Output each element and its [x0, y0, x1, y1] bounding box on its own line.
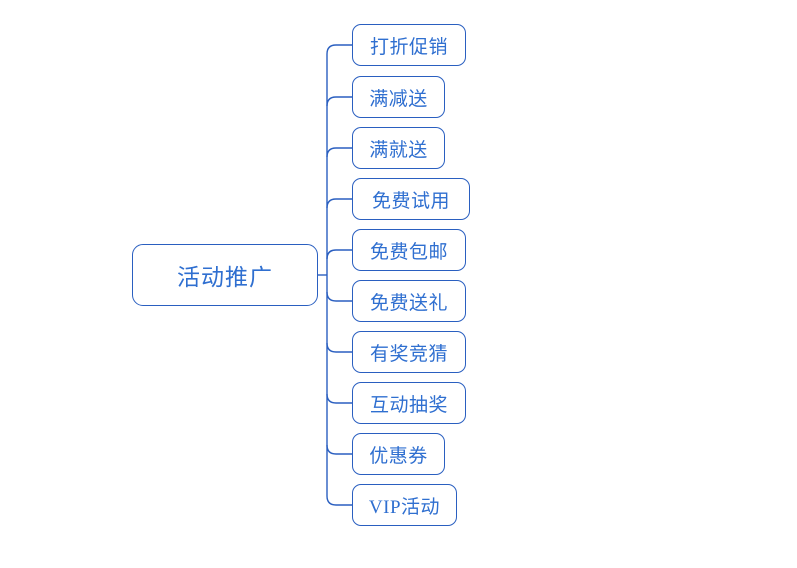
branch-line-9: [326, 444, 352, 455]
child-node-label: 免费试用: [371, 190, 450, 212]
child-node-label: 满减送: [369, 88, 428, 110]
branch-line-7: [326, 342, 352, 353]
child-node-label: 免费送礼: [369, 292, 448, 314]
root-node-label: 活动推广: [177, 264, 273, 290]
child-node-label: 打折促销: [369, 36, 448, 58]
child-node-1[interactable]: 打折促销: [352, 24, 466, 66]
branch-line-2: [326, 96, 352, 107]
child-node-10[interactable]: VIP活动: [352, 484, 457, 526]
branch-line-10: [326, 495, 352, 506]
child-node-label: VIP活动: [368, 496, 441, 518]
branch-line-5: [326, 249, 352, 260]
child-node-label: 免费包邮: [369, 241, 448, 263]
child-node-5[interactable]: 免费包邮: [352, 229, 466, 271]
root-node[interactable]: 活动推广: [132, 244, 318, 306]
branch-line-4: [326, 198, 352, 209]
child-node-4[interactable]: 免费试用: [352, 178, 470, 220]
child-node-label: 优惠券: [369, 445, 428, 467]
branch-line-1: [326, 44, 352, 55]
child-node-7[interactable]: 有奖竞猜: [352, 331, 466, 373]
child-node-8[interactable]: 互动抽奖: [352, 382, 466, 424]
child-node-6[interactable]: 免费送礼: [352, 280, 466, 322]
child-node-3[interactable]: 满就送: [352, 127, 445, 169]
child-node-2[interactable]: 满减送: [352, 76, 445, 118]
branch-line-6: [326, 291, 352, 302]
child-node-label: 有奖竞猜: [369, 343, 448, 365]
child-node-label: 互动抽奖: [369, 394, 448, 416]
child-node-label: 满就送: [369, 139, 428, 161]
branch-line-3: [326, 147, 352, 158]
child-node-9[interactable]: 优惠券: [352, 433, 445, 475]
branch-line-8: [326, 393, 352, 404]
